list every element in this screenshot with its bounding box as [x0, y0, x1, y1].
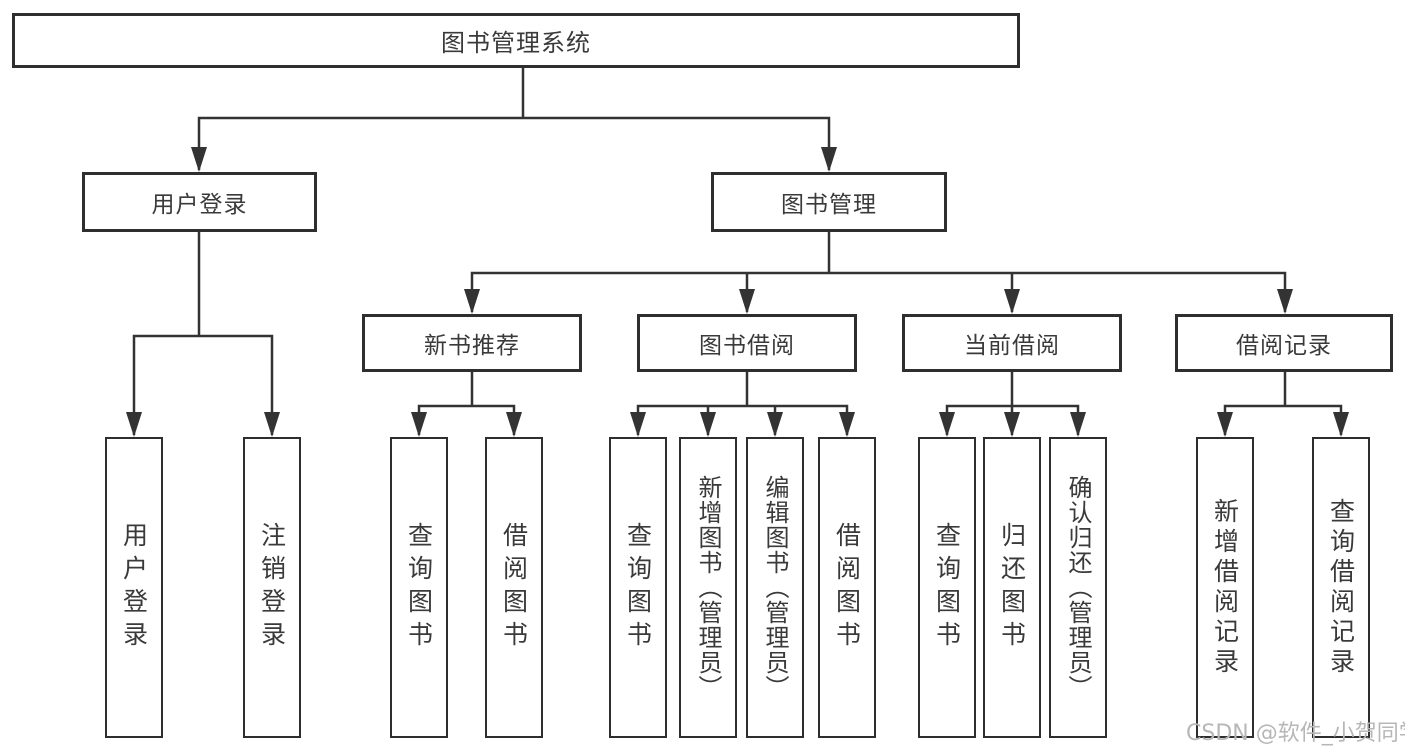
node-label: 图书管理: [781, 192, 877, 218]
csdn-watermark: CSDN @软件_小贺同学: [1186, 721, 1405, 746]
node-label: 图书管理系统: [441, 29, 591, 57]
node-label: 新书推荐: [424, 333, 520, 359]
leaf-add-borrow-record: 新增借阅记录: [1196, 437, 1254, 738]
node-book-management: 图书管理: [711, 172, 947, 232]
leaf-borrow-books-recommend: 借阅图书: [485, 437, 543, 738]
node-label: 编辑图书（管理员）: [761, 475, 789, 700]
leaf-return-books: 归还图书: [983, 437, 1041, 738]
node-label: 借阅图书: [499, 521, 529, 654]
node-borrowing-records: 借阅记录: [1175, 314, 1393, 372]
node-label: 当前借阅: [964, 333, 1060, 359]
leaf-add-books-admin: 新增图书（管理员）: [679, 437, 737, 738]
node-label: 查询借阅记录: [1326, 497, 1356, 678]
leaf-user-login: 用户登录: [105, 437, 163, 738]
leaf-logout: 注销登录: [243, 437, 301, 738]
node-label: 借阅图书: [832, 521, 862, 654]
node-label: 用户登录: [151, 192, 248, 218]
arrowheads: [126, 147, 1349, 437]
leaf-borrow-books: 借阅图书: [818, 437, 876, 738]
node-label: 确认归还（管理员）: [1064, 475, 1092, 700]
node-label: 新增借阅记录: [1210, 497, 1240, 678]
leaf-query-books-borrow: 查询图书: [609, 437, 667, 738]
node-label: 注销登录: [257, 521, 287, 654]
node-label: 查询图书: [932, 521, 962, 654]
node-label: 用户登录: [119, 521, 149, 654]
node-label: 图书借阅: [699, 333, 795, 359]
leaf-confirm-return-admin: 确认归还（管理员）: [1049, 437, 1107, 738]
node-book-management-system: 图书管理系统: [12, 13, 1020, 68]
node-label: 查询图书: [404, 521, 434, 654]
node-user-login: 用户登录: [82, 172, 317, 232]
node-label: 查询图书: [623, 521, 653, 654]
node-new-book-recommendation: 新书推荐: [362, 314, 582, 372]
leaf-query-borrow-record: 查询借阅记录: [1312, 437, 1370, 738]
node-label: 归还图书: [997, 521, 1027, 654]
node-book-borrowing: 图书借阅: [637, 314, 857, 372]
node-label: 借阅记录: [1236, 333, 1332, 359]
leaf-query-books-recommend: 查询图书: [390, 437, 448, 738]
leaf-edit-books-admin: 编辑图书（管理员）: [746, 437, 804, 738]
leaf-query-books-current: 查询图书: [918, 437, 976, 738]
node-current-borrowing: 当前借阅: [902, 314, 1122, 372]
node-label: 新增图书（管理员）: [694, 475, 722, 700]
